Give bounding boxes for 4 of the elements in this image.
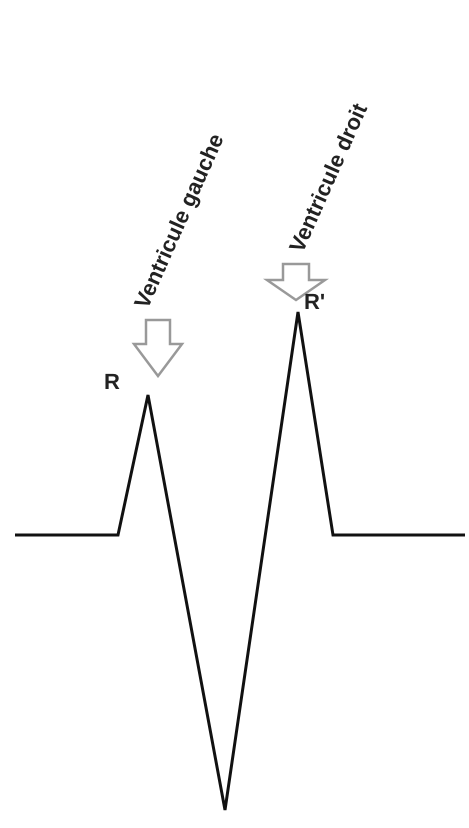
peak-label: R': [304, 290, 326, 314]
peak-label: R: [104, 370, 120, 394]
hollow-arrow: [132, 318, 184, 378]
hollow-arrow: [262, 262, 330, 302]
